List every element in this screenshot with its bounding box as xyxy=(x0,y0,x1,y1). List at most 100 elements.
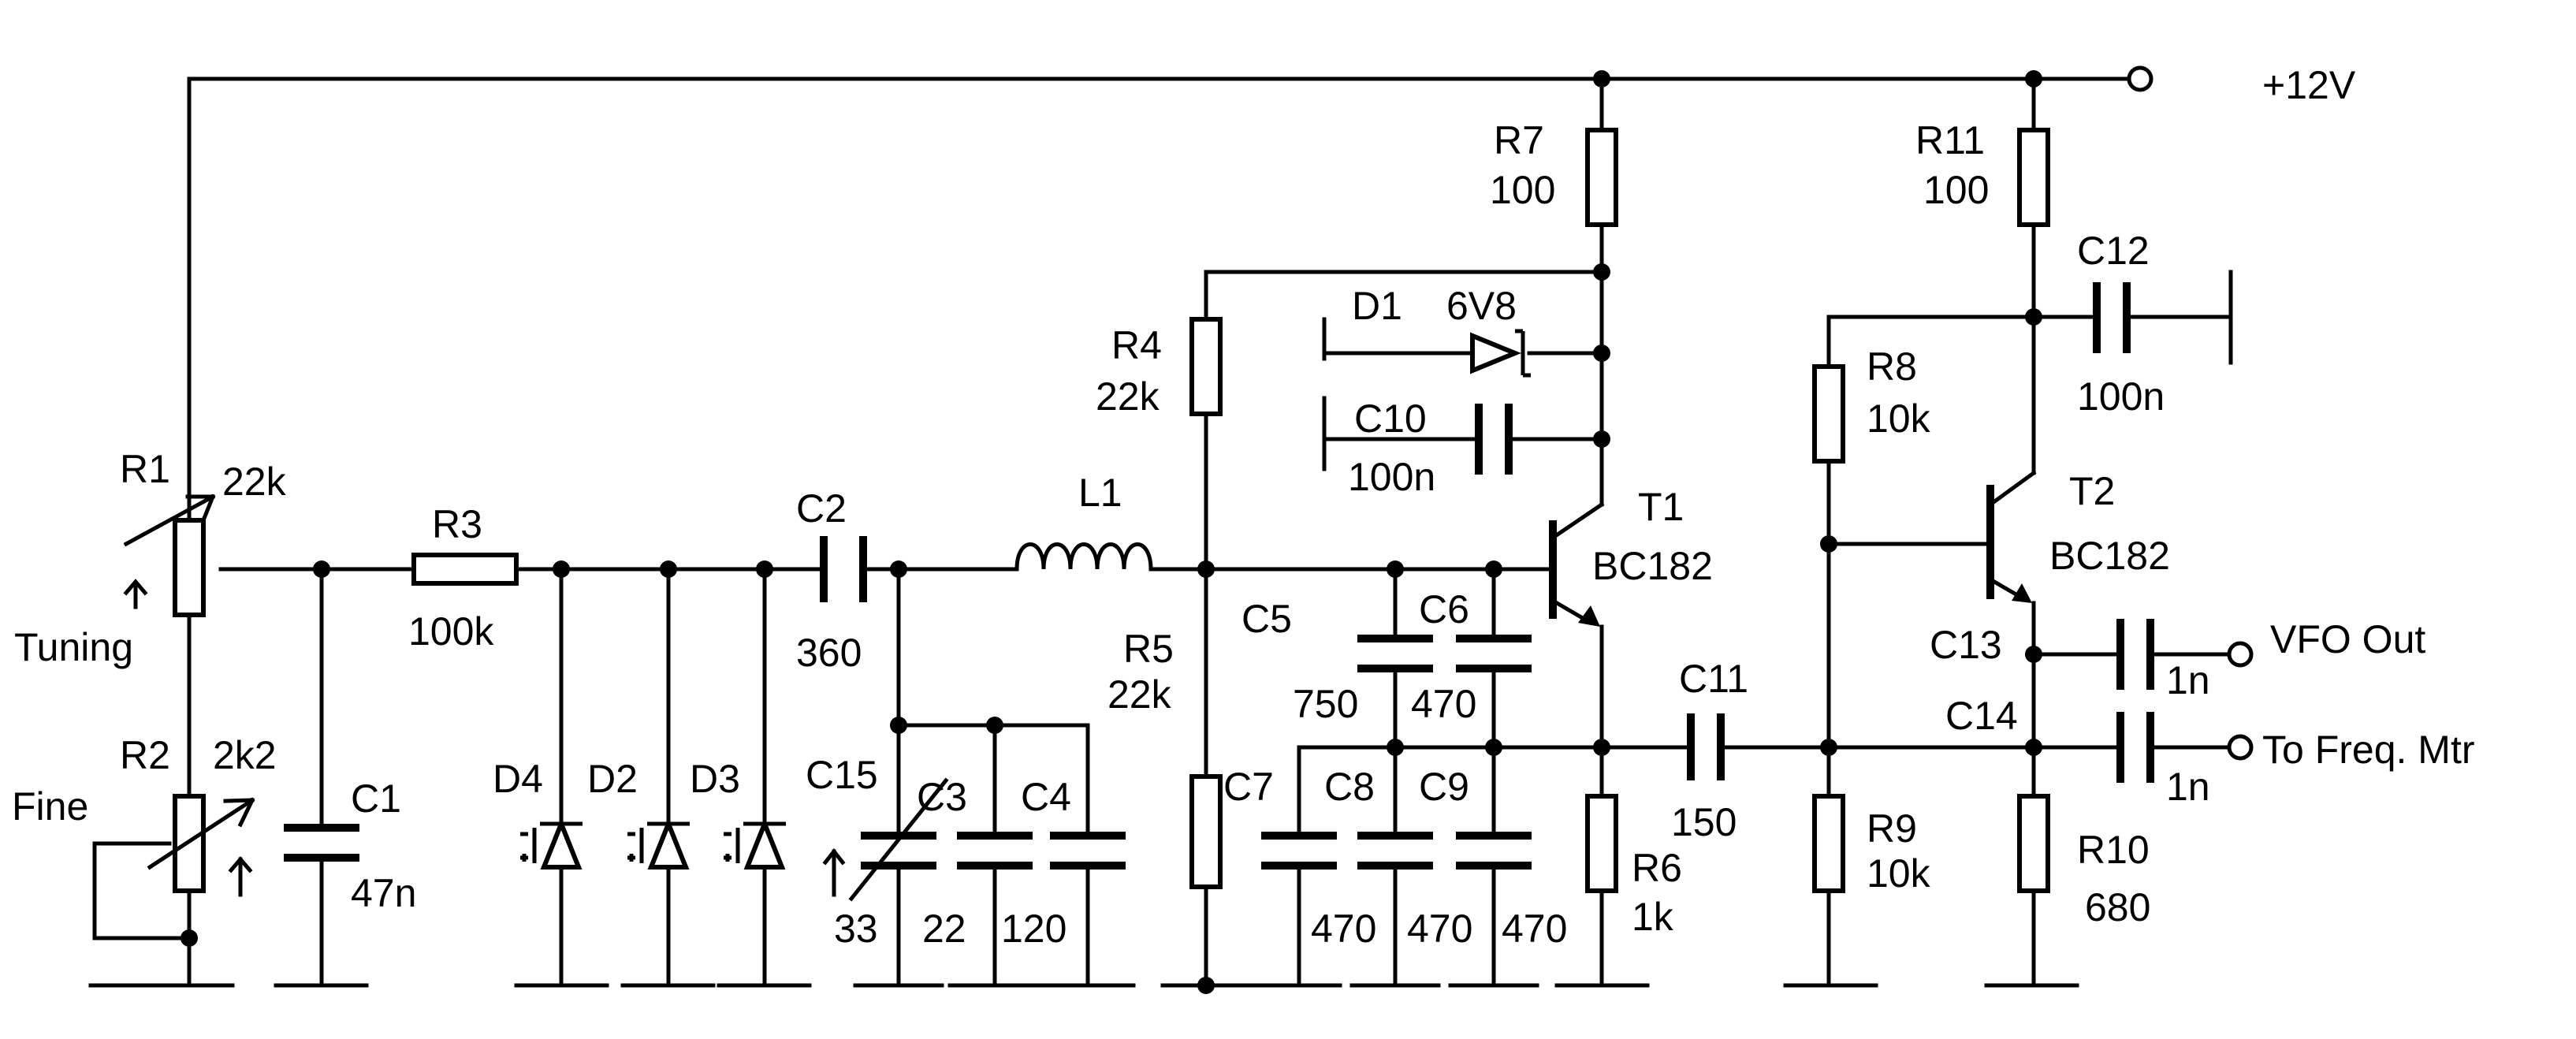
c5-value: 750 xyxy=(1293,682,1358,726)
capacitor-c9 xyxy=(1456,832,1532,870)
r2-label: R2 xyxy=(120,733,170,777)
r6-value: 1k xyxy=(1632,895,1674,939)
r6-label: R6 xyxy=(1632,846,1682,890)
capacitor-c13 xyxy=(2116,619,2154,690)
component-labels: +12V R1 22k Tuning R2 2k2 Fine R3 100k C… xyxy=(12,63,2474,951)
capacitor-c1 xyxy=(284,824,359,862)
r5-label: R5 xyxy=(1123,627,1174,671)
resistor-r6 xyxy=(1585,794,1618,893)
c9-label: C9 xyxy=(1419,765,1469,809)
supply-label: +12V xyxy=(2262,63,2356,107)
c14-value: 1n xyxy=(2166,765,2210,809)
capacitor-c14 xyxy=(2116,712,2154,783)
capacitor-c5 xyxy=(1357,635,1433,672)
t2-value: BC182 xyxy=(2049,534,2170,578)
d4-label: D4 xyxy=(493,757,543,801)
c9-value: 470 xyxy=(1502,907,1567,951)
c10-label: C10 xyxy=(1354,397,1427,441)
capacitor-c15 xyxy=(822,777,949,902)
resistor-r1 xyxy=(173,518,206,617)
resistor-r7 xyxy=(1585,128,1618,227)
c13-label: C13 xyxy=(1930,623,2002,667)
r5-value: 22k xyxy=(1107,672,1172,717)
varicap-d2 xyxy=(627,817,690,870)
capacitor-c6 xyxy=(1456,635,1532,672)
vfo-out-label: VFO Out xyxy=(2270,617,2425,661)
r1-value: 22k xyxy=(222,460,287,504)
c3-label: C3 xyxy=(917,775,967,819)
c12-value: 100n xyxy=(2077,374,2165,419)
c8-label: C8 xyxy=(1324,765,1375,809)
resistor-r9 xyxy=(1812,794,1845,893)
c7-value: 470 xyxy=(1311,907,1376,951)
wires xyxy=(88,76,2233,988)
inductor-l1 xyxy=(1014,542,1153,572)
d1-value: 6V8 xyxy=(1446,284,1517,328)
capacitor-c2 xyxy=(820,536,867,602)
resistor-r11 xyxy=(2017,128,2050,227)
r8-value: 10k xyxy=(1867,397,1931,441)
l1-label: L1 xyxy=(1078,471,1122,515)
r8-label: R8 xyxy=(1867,344,1917,389)
r11-label: R11 xyxy=(1915,118,1985,162)
freq-mtr-label: To Freq. Mtr xyxy=(2262,728,2474,772)
vfo-out-terminal xyxy=(2227,641,2254,668)
r7-label: R7 xyxy=(1494,118,1544,162)
c11-label: C11 xyxy=(1679,657,1748,701)
freq-mtr-terminal xyxy=(2227,734,2254,761)
r2-wiper-arrow xyxy=(147,797,255,897)
c7-label: C7 xyxy=(1223,765,1274,809)
resistor-r3 xyxy=(411,553,519,586)
r4-value: 22k xyxy=(1096,374,1160,419)
capacitor-c4 xyxy=(1050,832,1126,870)
t1-label: T1 xyxy=(1638,485,1684,529)
resistor-r10 xyxy=(2017,794,2050,893)
fine-label: Fine xyxy=(12,784,88,829)
resistor-r8 xyxy=(1812,364,1845,464)
r1-wiper-arrow xyxy=(123,493,216,609)
r9-value: 10k xyxy=(1867,851,1931,896)
r7-value: 100 xyxy=(1490,168,1555,212)
c6-label: C6 xyxy=(1419,587,1469,631)
c8-value: 470 xyxy=(1407,907,1472,951)
c5-label: C5 xyxy=(1241,597,1292,641)
c10-value: 100n xyxy=(1348,455,1435,499)
c4-label: C4 xyxy=(1021,775,1071,819)
c12-label: C12 xyxy=(2077,229,2150,273)
zener-diode-d1 xyxy=(1470,329,1531,378)
r1-label: R1 xyxy=(120,447,170,491)
c6-value: 470 xyxy=(1411,682,1476,726)
transistor-t2 xyxy=(1986,485,2032,603)
c4-value: 120 xyxy=(1001,907,1067,951)
c15-label: C15 xyxy=(806,753,878,797)
r2-value: 2k2 xyxy=(213,733,277,777)
capacitor-c12 xyxy=(2093,282,2131,353)
capacitor-c11 xyxy=(1687,713,1725,780)
c2-value: 360 xyxy=(796,631,862,675)
r3-label: R3 xyxy=(432,502,482,546)
r9-label: R9 xyxy=(1867,806,1917,851)
varicap-d3 xyxy=(724,817,786,870)
tuning-label: Tuning xyxy=(14,625,133,669)
d3-label: D3 xyxy=(690,757,740,801)
capacitor-c8 xyxy=(1357,832,1433,870)
varicap-d4 xyxy=(520,817,583,870)
r10-value: 680 xyxy=(2085,885,2150,929)
c1-value: 47n xyxy=(351,871,416,915)
r11-value: 100 xyxy=(1923,168,1989,212)
c14-label: C14 xyxy=(1945,694,2018,738)
r10-label: R10 xyxy=(2077,828,2150,872)
r3-value: 100k xyxy=(408,609,494,654)
c2-label: C2 xyxy=(796,486,847,531)
resistor-r4 xyxy=(1189,317,1223,416)
capacitor-c3 xyxy=(957,832,1033,870)
t2-label: T2 xyxy=(2069,469,2115,513)
r4-label: R4 xyxy=(1111,323,1162,367)
c15-value: 33 xyxy=(834,907,878,951)
c11-value: 150 xyxy=(1671,800,1737,844)
d1-label: D1 xyxy=(1352,284,1402,328)
junctions xyxy=(181,70,2042,994)
c1-label: C1 xyxy=(351,776,401,821)
t1-value: BC182 xyxy=(1592,544,1713,588)
